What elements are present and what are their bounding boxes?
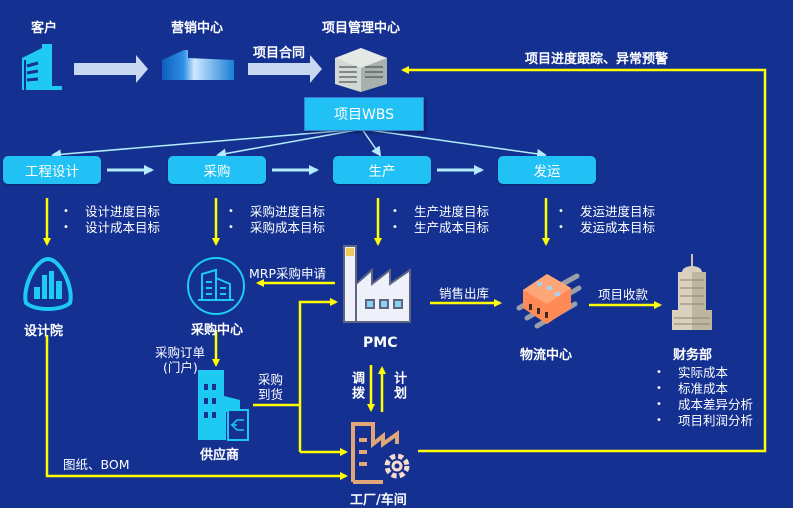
customer-to-marketing-arrow [74,55,148,83]
project-receipt-label: 项目收款 [598,287,649,302]
target-item: 设计成本目标 [63,220,160,236]
office-building-icon [18,42,62,90]
purchase-arrival-label-2: 到货 [258,387,284,402]
mrp-request-label: MRP采购申请 [249,266,327,281]
drawings-bom-label: 图纸、BOM [63,457,130,472]
plan-label: 计划 [391,371,406,401]
finance-item: 标准成本 [656,381,753,397]
yellow-flow-arrows [43,66,767,480]
wbs-fanout-arrows [51,128,547,160]
purchase-order-label: 采购订单 [155,345,206,360]
finance-item: 成本差异分析 [656,397,753,413]
logistics-label: 物流中心 [520,348,573,363]
factory-label: 工厂/车间 [350,493,407,508]
contract-label: 项目合同 [253,46,306,61]
purchase-arrival-label-1: 采购 [258,372,284,387]
factory-icon [342,244,412,324]
marketing-building-icon [160,50,236,82]
purchasing-targets-list: 采购进度目标 采购成本目标 [228,204,325,236]
finance-item: 项目利润分析 [656,413,753,429]
stage-engineering-design[interactable]: 工程设计 [3,156,101,184]
skyscraper-icon [668,254,716,332]
pmo-label: 项目管理中心 [322,21,401,36]
supplier-label: 供应商 [200,448,240,463]
target-item: 生产成本目标 [392,220,489,236]
target-item: 采购进度目标 [228,204,325,220]
target-item: 发运进度目标 [558,204,655,220]
purchasing-center-label: 采购中心 [191,323,244,338]
target-item: 发运成本目标 [558,220,655,236]
warehouse-icon [513,264,583,334]
stage-production[interactable]: 生产 [333,156,431,184]
purchasing-building-icon [186,256,246,316]
sales-outbound-label: 销售出库 [439,286,490,301]
marketing-label: 营销中心 [171,21,224,36]
project-wbs-box[interactable]: 项目WBS [304,97,424,131]
design-institute-label: 设计院 [24,324,64,339]
pmc-label: PMC [363,335,398,351]
production-targets-list: 生产进度目标 生产成本目标 [392,204,489,236]
feedback-label: 项目进度跟踪、异常预警 [525,52,669,67]
target-item: 生产进度目标 [392,204,489,220]
shipping-targets-list: 发运进度目标 发运成本目标 [558,204,655,236]
stage-shipping[interactable]: 发运 [498,156,596,184]
target-item: 设计进度目标 [63,204,160,220]
design-targets-list: 设计进度目标 设计成本目标 [63,204,160,236]
purchase-order-portal-label: (门户) [163,360,198,375]
factory-gear-icon [351,422,413,484]
target-item: 采购成本目标 [228,220,325,236]
marketing-to-pmo-arrow [248,55,322,83]
finance-label: 财务部 [673,348,713,363]
finance-item: 实际成本 [656,365,753,381]
design-institute-logo-icon [20,256,76,313]
supplier-building-icon [190,370,250,442]
finance-items-list: 实际成本 标准成本 成本差异分析 项目利润分析 [656,365,753,429]
transfer-label: 调拨 [349,371,364,401]
stage-purchasing[interactable]: 采购 [168,156,266,184]
customer-label: 客户 [31,21,58,36]
pmo-building-icon [331,46,389,94]
